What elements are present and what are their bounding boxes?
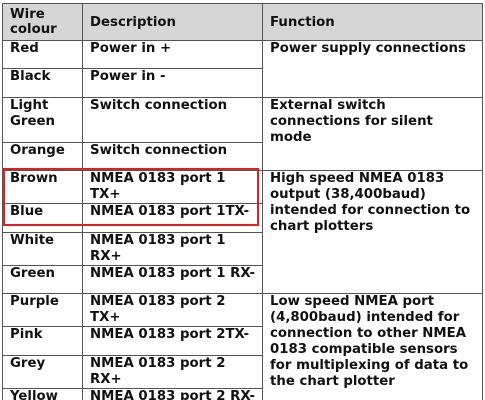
description-cell: NMEA 0183 port 2 RX- [82, 388, 263, 400]
wire-colour-cell: Purple [2, 293, 83, 327]
function-cell: High speed NMEA 0183 output (38,400baud)… [262, 170, 483, 294]
table-row: Black Power in - [2, 68, 483, 98]
function-cell: Power supply connections [262, 40, 483, 98]
description-cell: Power in - [82, 68, 263, 98]
table-row: Brown NMEA 0183 port 1 TX+ High speed NM… [2, 170, 483, 294]
table-row: Purple NMEA 0183 port 2 TX+ Low speed NM… [2, 293, 483, 400]
wire-colour-cell: Red [2, 40, 83, 69]
description-cell: NMEA 0183 port 2 TX+ [82, 293, 263, 327]
wire-colour-cell: Blue [2, 203, 83, 233]
description-cell: NMEA 0183 port 2TX- [82, 326, 263, 356]
wire-colour-table: Wire colour Description Function Red Pow… [2, 3, 483, 400]
header-wire-colour: Wire colour [2, 3, 83, 41]
wire-colour-cell: Pink [2, 326, 83, 356]
function-cell: Low speed NMEA port (4,800baud) intended… [262, 293, 483, 400]
table-row: White NMEA 0183 port 1 RX+ [2, 232, 483, 266]
description-cell: NMEA 0183 port 1 RX+ [82, 232, 263, 266]
header-row: Wire colour Description Function [2, 3, 483, 41]
header-description: Description [82, 3, 263, 41]
wire-colour-cell: Green [2, 265, 83, 294]
table-row: Yellow NMEA 0183 port 2 RX- [2, 388, 483, 400]
wire-colour-cell: Yellow [2, 388, 83, 400]
wire-colour-cell: Brown [2, 170, 83, 204]
description-cell: NMEA 0183 port 1TX- [82, 203, 263, 233]
description-cell: Power in + [82, 40, 263, 69]
table-row: Orange Switch connection [2, 142, 483, 171]
function-cell: External switch connections for silent m… [262, 97, 483, 171]
description-cell: Switch connection [82, 97, 263, 143]
table-row: Blue NMEA 0183 port 1TX- [2, 203, 483, 233]
table-row: Light Green Switch connection External s… [2, 97, 483, 171]
description-cell: Switch connection [82, 142, 263, 171]
description-cell: NMEA 0183 port 1 RX- [82, 265, 263, 294]
wire-colour-cell: Orange [2, 142, 83, 171]
wire-colour-cell: Grey [2, 355, 83, 389]
description-cell: NMEA 0183 port 2 RX+ [82, 355, 263, 389]
description-cell: NMEA 0183 port 1 TX+ [82, 170, 263, 204]
table-row: Pink NMEA 0183 port 2TX- [2, 326, 483, 356]
wire-colour-cell: White [2, 232, 83, 266]
wire-colour-cell: Black [2, 68, 83, 98]
wire-colour-cell: Light Green [2, 97, 83, 143]
header-function: Function [262, 3, 483, 41]
table-row: Red Power in + Power supply connections [2, 40, 483, 98]
